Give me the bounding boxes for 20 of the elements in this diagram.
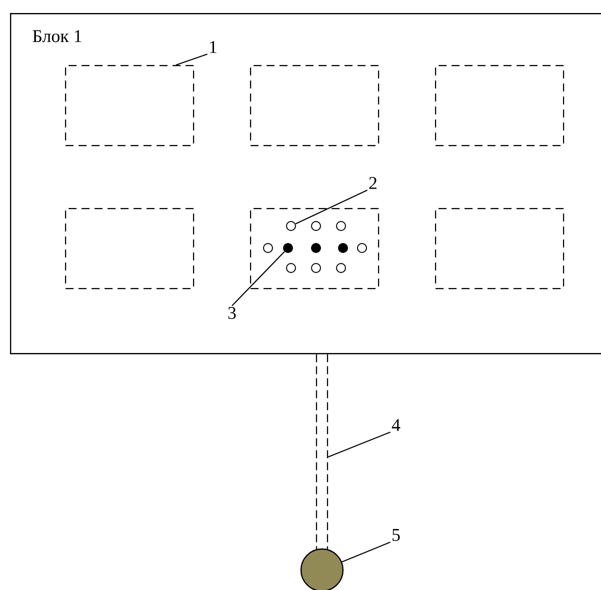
cable	[316, 354, 328, 550]
leader-line	[176, 54, 208, 66]
leader-line	[295, 190, 368, 224]
callout-number: 4	[392, 419, 400, 431]
leader-line	[342, 542, 391, 562]
callout-number: 1	[210, 41, 216, 53]
leader-line	[328, 432, 391, 458]
dashed-box	[65, 208, 194, 290]
dashed-box	[435, 208, 564, 290]
dot	[286, 221, 296, 231]
callout-number: 2	[369, 177, 376, 189]
dashed-box	[250, 65, 380, 146]
dot	[283, 243, 293, 253]
callout-number: 3	[228, 306, 236, 320]
callout-number: 5	[392, 529, 400, 541]
dashed-box	[65, 65, 194, 146]
dashed-box	[435, 65, 564, 146]
leader-line	[232, 251, 285, 306]
dashed-box	[250, 208, 380, 290]
ball	[300, 548, 344, 590]
